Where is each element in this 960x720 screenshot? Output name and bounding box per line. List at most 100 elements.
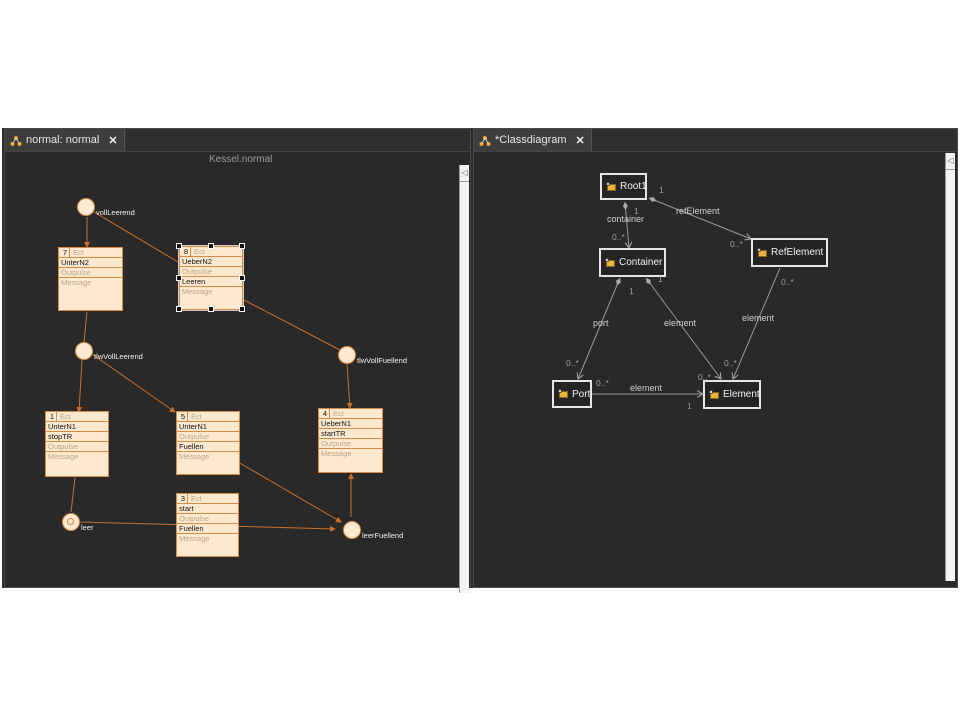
resize-handle[interactable] [239, 306, 245, 312]
event-label: leer [81, 523, 94, 532]
transition [237, 461, 342, 523]
class-container[interactable]: Container [599, 248, 666, 277]
diagram-icon [10, 135, 22, 146]
multiplicity: 0..* [596, 378, 609, 388]
class-diagram-canvas[interactable]: Root1 Container RefElement Port Element … [474, 152, 957, 587]
state-outpulse: Outpulse [46, 442, 108, 452]
resize-handle[interactable] [176, 306, 182, 312]
class-name: Root1 [620, 181, 647, 192]
vertical-scrollbar[interactable]: ◁ [459, 165, 469, 593]
resize-handle[interactable] [176, 243, 182, 249]
state-number: 5 [179, 412, 188, 421]
state-action: stopTR [46, 432, 108, 442]
tab-classdiagram[interactable]: *Classdiagram ✕ [474, 129, 592, 151]
tab-normal[interactable]: normal: normal ✕ [5, 129, 125, 151]
scroll-left-icon[interactable]: ◁ [946, 153, 955, 170]
state-message: Message [182, 287, 213, 296]
class-name: Element [723, 389, 760, 400]
resize-handle[interactable] [176, 275, 182, 281]
diagram-title: Kessel.normal [209, 154, 273, 165]
class-icon [606, 181, 617, 192]
multiplicity: 0..* [724, 358, 737, 368]
class-element[interactable]: Element [703, 380, 761, 409]
association-port [578, 277, 620, 379]
diagram-icon [479, 135, 491, 146]
transition [241, 298, 341, 351]
association-container [625, 201, 629, 248]
association-label: element [630, 383, 663, 393]
close-icon[interactable]: ✕ [575, 134, 585, 147]
class-icon [558, 389, 569, 399]
class-icon [757, 247, 768, 258]
transition [70, 476, 76, 513]
state-message: Message [48, 452, 79, 461]
class-name: RefElement [771, 247, 824, 258]
resize-handle[interactable] [208, 306, 214, 312]
event-label: tlwVollLeerend [94, 352, 143, 361]
association-refElement [648, 198, 751, 239]
association-label: element [742, 313, 775, 323]
event-tlwVollFuellend[interactable] [338, 346, 356, 364]
event-leer[interactable] [62, 513, 80, 531]
association-ref-element [733, 267, 781, 379]
resize-handle[interactable] [239, 275, 245, 281]
state-outpulse: Outpulse [319, 439, 382, 449]
class-name: Port [572, 388, 591, 400]
event-leerFuellend[interactable] [343, 521, 361, 539]
state-outpulse: Outpulse [177, 432, 239, 442]
class-port[interactable]: Port [552, 380, 592, 408]
state-ect: Ect [73, 248, 84, 257]
state-ect: Ect [191, 494, 202, 503]
resize-handle[interactable] [208, 243, 214, 249]
multiplicity: 0..* [566, 358, 579, 368]
class-root1[interactable]: Root1 [600, 173, 647, 200]
event-vollLeerend[interactable] [77, 198, 95, 216]
state-message: Message [179, 534, 210, 543]
multiplicity: 0..* [781, 277, 794, 287]
state-name: UnterN1 [177, 422, 239, 432]
state-action: Leeren [180, 277, 242, 287]
class-name: Container [619, 257, 663, 268]
state-diagram-canvas[interactable]: Kessel.normal [5, 152, 470, 587]
right-editor: *Classdiagram ✕ [473, 128, 958, 588]
association-label: port [593, 318, 609, 328]
ide-window: normal: normal ✕ Kessel.normal [2, 128, 958, 593]
class-refelement[interactable]: RefElement [751, 238, 828, 267]
tab-label: *Classdiagram [495, 134, 567, 146]
state-number: 4 [321, 409, 330, 418]
state-ect: Ect [194, 247, 205, 256]
event-label: tlwVollFuellend [357, 356, 408, 365]
state-number: 3 [179, 494, 188, 503]
transition [346, 363, 353, 409]
vertical-scrollbar[interactable]: ◁ [945, 153, 955, 581]
state-name: UeberN2 [180, 257, 242, 267]
state-name: UeberN1 [319, 419, 382, 429]
multiplicity: 1 [629, 286, 634, 296]
event-label: leerFuellend [362, 531, 404, 540]
association-label: refElement [676, 206, 720, 216]
associations [474, 152, 781, 587]
close-icon[interactable]: ✕ [108, 134, 118, 147]
state-outpulse: Outpulse [180, 267, 242, 277]
multiplicity: 1 [659, 185, 664, 195]
state-message: Message [179, 452, 210, 461]
state-number: 7 [61, 248, 70, 257]
scroll-left-icon[interactable]: ◁ [460, 165, 469, 182]
event-tlwVollLeerend[interactable] [75, 342, 93, 360]
tab-label: normal: normal [26, 134, 100, 146]
state-outpulse: Outpulse [177, 514, 238, 524]
state-outpulse: Outpulse [59, 268, 122, 278]
resize-handle[interactable] [239, 243, 245, 249]
state-action: Fuellen [177, 442, 239, 452]
right-tabbar: *Classdiagram ✕ [474, 129, 957, 152]
multiplicity: 1 [634, 206, 639, 216]
transition [83, 311, 88, 343]
state-name: UnterN1 [46, 422, 108, 432]
multiplicity: 0..* [698, 372, 711, 382]
